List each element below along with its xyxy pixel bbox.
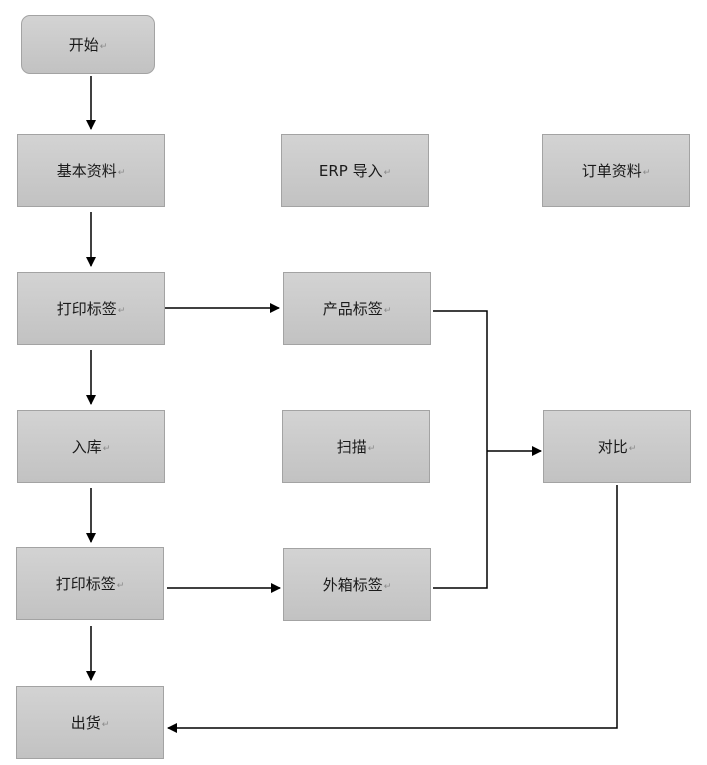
return-mark-icon: ↵ <box>101 719 110 730</box>
node-start: 开始↵ <box>21 15 155 74</box>
node-label: 产品标签 <box>322 300 383 318</box>
node-product-label: 产品标签↵ <box>283 272 431 345</box>
node-label: 打印标签 <box>56 300 117 318</box>
return-mark-icon: ↵ <box>383 581 392 592</box>
return-mark-icon: ↵ <box>383 167 392 178</box>
return-mark-icon: ↵ <box>117 167 126 178</box>
return-mark-icon: ↵ <box>383 305 392 316</box>
node-carton-label: 外箱标签↵ <box>283 548 431 621</box>
node-compare: 对比↵ <box>543 410 691 483</box>
node-label: 开始 <box>68 36 99 54</box>
node-erp-import: ERP 导入↵ <box>281 134 429 207</box>
edge-product-label-to-merge <box>433 310 488 589</box>
node-label: 出货 <box>70 714 101 732</box>
node-label: 对比 <box>597 438 628 456</box>
node-ship: 出货↵ <box>16 686 164 759</box>
node-label: 打印标签 <box>55 575 116 593</box>
node-label: 外箱标签 <box>322 576 383 594</box>
node-label: ERP 导入 <box>318 162 383 180</box>
return-mark-icon: ↵ <box>367 443 376 454</box>
node-label: 扫描 <box>336 438 367 456</box>
node-basic-data: 基本资料↵ <box>17 134 165 207</box>
edge-compare-to-ship <box>167 485 618 733</box>
node-label: 入库 <box>71 438 102 456</box>
return-mark-icon: ↵ <box>116 580 125 591</box>
return-mark-icon: ↵ <box>102 443 111 454</box>
return-mark-icon: ↵ <box>642 167 651 178</box>
return-mark-icon: ↵ <box>99 41 108 52</box>
node-warehouse-in: 入库↵ <box>17 410 165 483</box>
node-print-label-1: 打印标签↵ <box>17 272 165 345</box>
node-label: 订单资料 <box>581 162 642 180</box>
node-scan: 扫描↵ <box>282 410 430 483</box>
return-mark-icon: ↵ <box>628 443 637 454</box>
node-print-label-2: 打印标签↵ <box>16 547 164 620</box>
return-mark-icon: ↵ <box>117 305 126 316</box>
node-order-data: 订单资料↵ <box>542 134 690 207</box>
node-label: 基本资料 <box>56 162 117 180</box>
